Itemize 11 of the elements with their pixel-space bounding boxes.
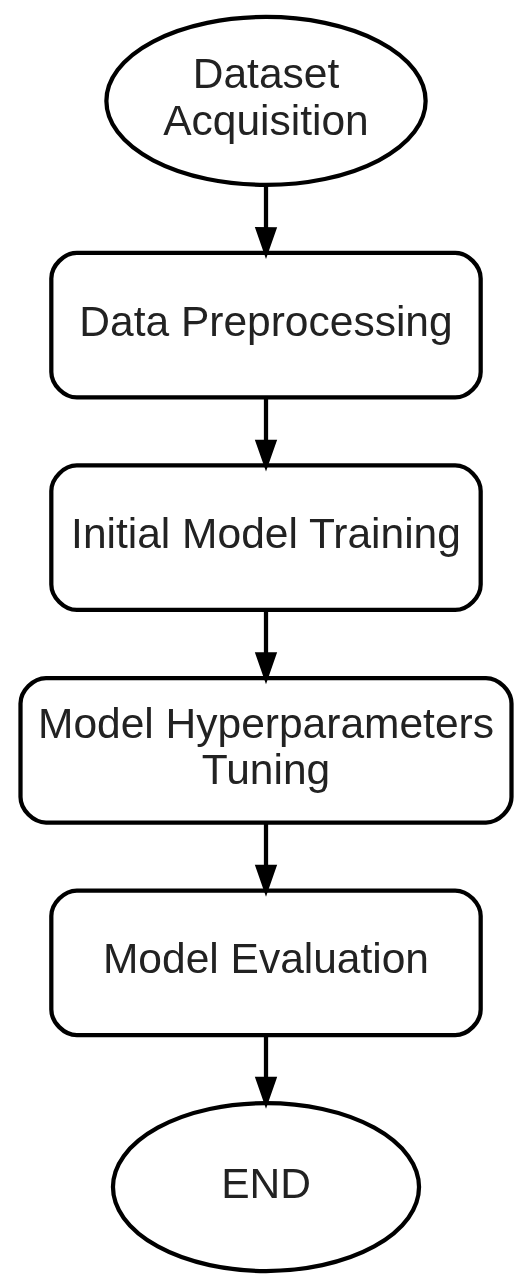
node-box: Initial Model Training: [48, 463, 483, 613]
arrow: [254, 397, 277, 472]
arrow: [254, 610, 277, 685]
arrow: [254, 822, 277, 897]
node-box: Model Evaluation: [48, 888, 483, 1038]
node-ellipse: END: [110, 1101, 421, 1274]
arrow: [254, 184, 277, 260]
arrow: [254, 1035, 277, 1109]
node-box: Data Preprocessing: [48, 250, 483, 400]
node-box: Model Hyperparameters Tuning: [17, 675, 514, 825]
node-ellipse: Dataset Acquisition: [103, 14, 428, 187]
